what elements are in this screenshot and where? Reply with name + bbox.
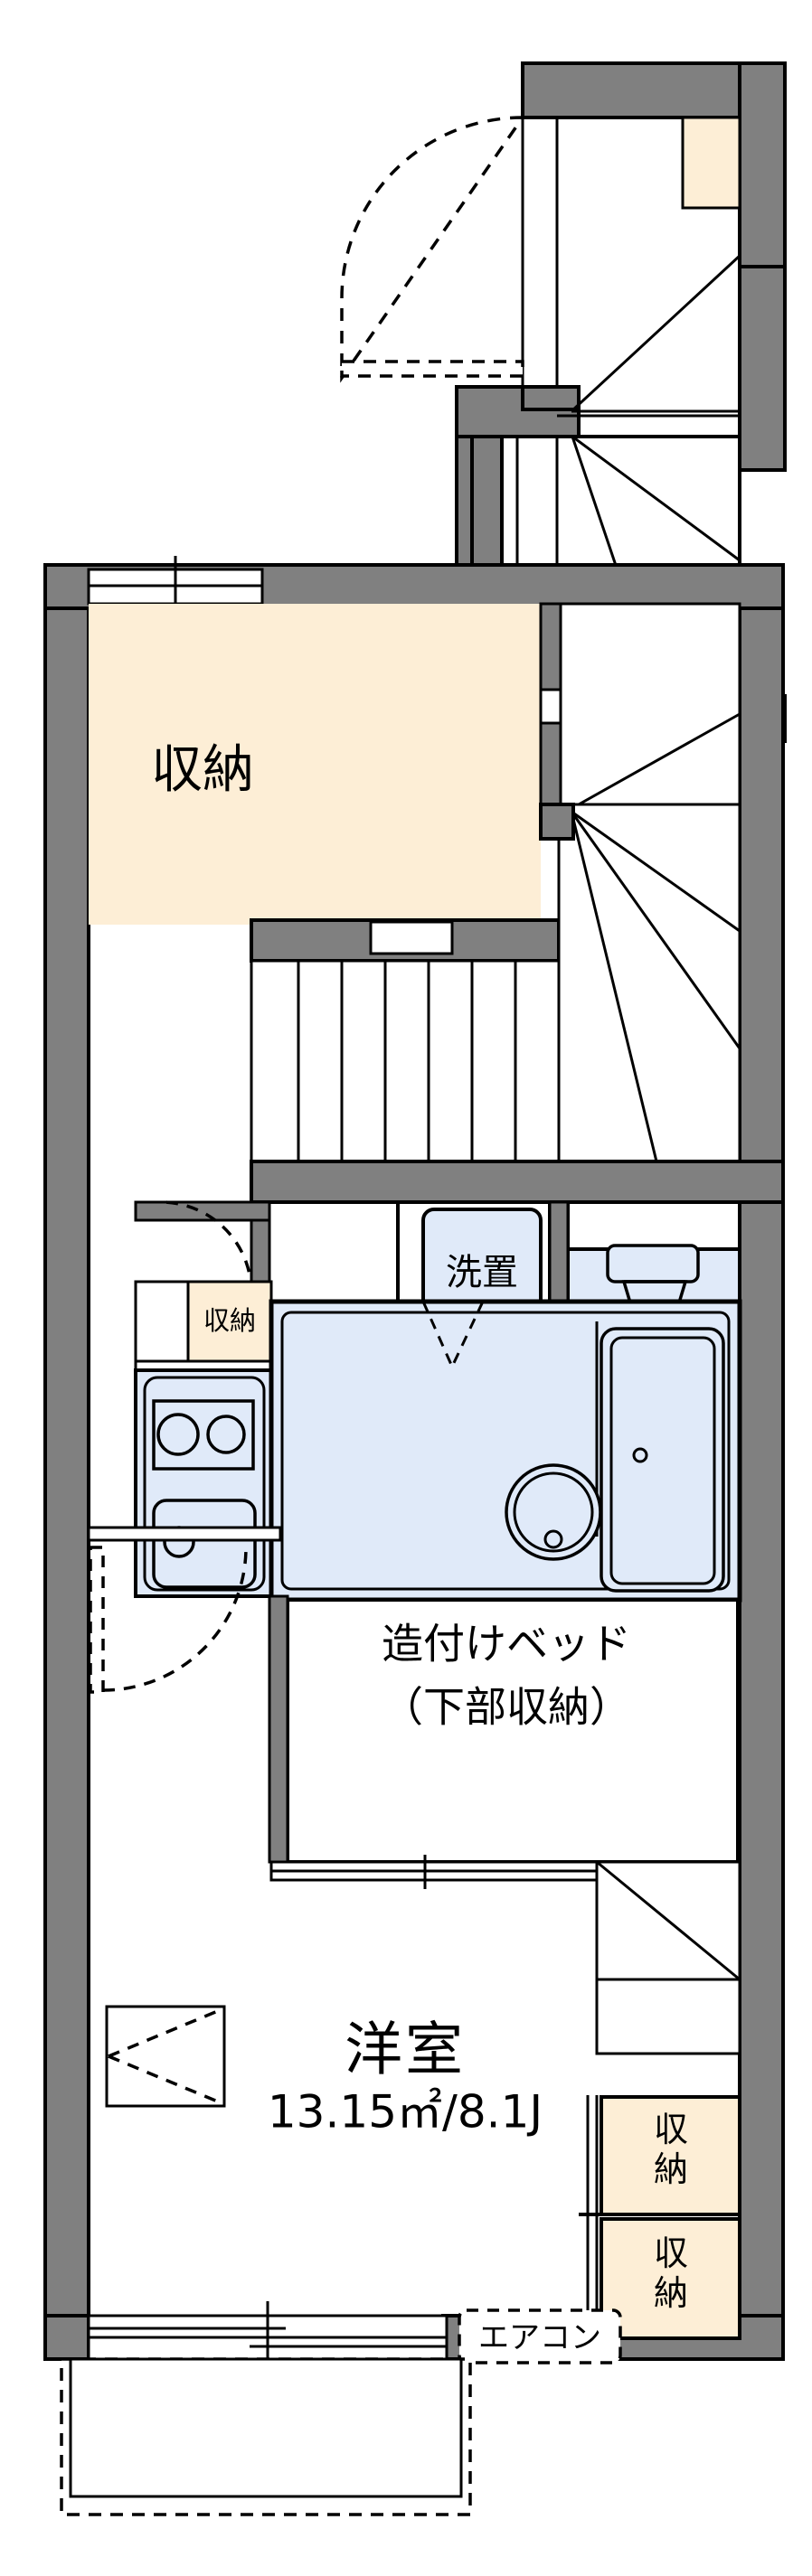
corridor-wall-top [134, 1200, 271, 1222]
stair-bottom-wall [250, 1160, 785, 1204]
aircon-box [458, 2308, 622, 2364]
kitchen-sink [152, 1499, 257, 1589]
bath-folding-door [421, 1301, 485, 1368]
closet-storage-lower-label-a: 収納 [654, 2233, 688, 2313]
room-entry-door-arc [102, 1547, 248, 1692]
toilet-tank [606, 1244, 700, 1283]
storage-main-label: 収納 [151, 740, 254, 800]
closet-storage-upper: 収納 [579, 2095, 741, 2219]
main-storage-edges [539, 602, 562, 811]
top-window [87, 556, 264, 653]
bed-front-rail [269, 1855, 599, 1889]
tub-drain [632, 1447, 648, 1463]
kitchen-upper-cabinet: 収納 [134, 1280, 273, 1363]
main-stair-upper-right [559, 602, 741, 806]
hall-door-arc [160, 1200, 253, 1293]
entrance-door-swing-arc [340, 116, 526, 383]
room-entry-header [87, 1526, 282, 1542]
stair-newel-post [539, 803, 575, 841]
stair-top-opening [369, 920, 454, 955]
room-area-label: 13.15㎡/8.1J [268, 2086, 543, 2139]
burner-left [156, 1413, 200, 1456]
room-label-group: 洋室 13.15㎡/8.1J [268, 2017, 543, 2139]
room-name-label: 洋室 [345, 2017, 466, 2084]
main-stair-run [250, 918, 561, 1163]
burner-right [206, 1415, 246, 1454]
main-stair-winder [557, 803, 741, 1163]
aircon-marker: エアコン [458, 2308, 622, 2364]
right-closet-mid-empty [595, 1978, 741, 2055]
main-storage-area: 収納 [89, 604, 541, 925]
built-in-bed-label-1: 造付けベッド [382, 1620, 631, 1669]
bed-side-wall [268, 1594, 289, 1864]
toilet-tank-shelf [566, 1200, 741, 1251]
room-entry-door-leaf [89, 1546, 105, 1694]
entrance-door [340, 116, 526, 383]
balcony-inner [69, 2357, 463, 2498]
built-in-bed-label-2: （下部収納） [382, 1683, 631, 1732]
balcony-slab [60, 2357, 472, 2516]
hall-door [160, 1200, 253, 1293]
right-wall-closets [595, 1860, 741, 2055]
left-room-window [105, 2005, 226, 2108]
kitchen-unit [134, 1368, 273, 1598]
basin-drain [543, 1529, 563, 1549]
washer-label: 洗置 [446, 1252, 518, 1293]
kitchen-storage-label: 収納 [203, 1305, 256, 1336]
unit-bath [269, 1299, 742, 1603]
aircon-label: エアコン [478, 2320, 601, 2356]
main-floor-section: 収納 [43, 556, 785, 2516]
room-entry-door [87, 1526, 282, 1694]
window-open-arc [108, 2007, 225, 2106]
entrance-door-leaf [340, 360, 524, 378]
upper-corner-storage [681, 116, 741, 210]
closet-storage-upper-label-a: 収納 [654, 2110, 688, 2189]
upper-stair-run [521, 116, 741, 418]
closet-storage-lower: 収納 [586, 2217, 741, 2343]
built-in-bed: 造付けベッド （下部収納） [268, 1594, 740, 1864]
